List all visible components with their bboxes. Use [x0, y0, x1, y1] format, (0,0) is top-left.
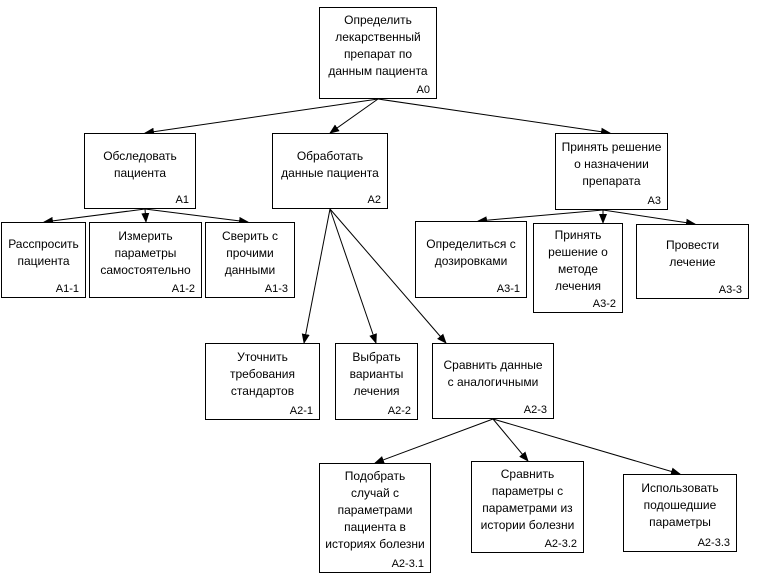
arrow-a0-a1 — [144, 98, 379, 136]
arrow-a2-a2-2 — [329, 208, 377, 344]
node-a2-2: Выбрать варианты лечения A2-2 — [335, 343, 418, 420]
node-a1-1-label: Расспросить пациента — [8, 237, 79, 268]
node-a3-2-code: A3-2 — [592, 298, 616, 310]
node-a0-label: Определить лекарственный препарат по дан… — [328, 13, 428, 78]
node-a1-2-code: A1-2 — [171, 283, 195, 295]
node-a1-3: Сверить с прочими данными A1-3 — [205, 222, 295, 298]
node-a3-2-label: Принять решение о методе лечения — [548, 228, 608, 293]
node-a2-3-3: Использовать подошедшие параметры A2-3.3 — [623, 474, 737, 552]
node-a1-1: Расспросить пациента A1-1 — [1, 222, 86, 298]
node-a1-label: Обследовать пациента — [103, 149, 177, 180]
node-a3: Принять решение о назначении препарата A… — [555, 133, 668, 210]
node-a1-3-label: Сверить с прочими данными — [221, 229, 279, 277]
arrow-a2-3-a2-3-1 — [374, 418, 494, 464]
node-a2-2-code: A2-2 — [387, 405, 411, 417]
node-a1-2: Измерить параметры самостоятельно A1-2 — [89, 222, 202, 298]
arrow-a0-a3 — [377, 98, 611, 136]
arrow-a3-a3-3 — [602, 209, 696, 227]
node-a3-code: A3 — [647, 195, 661, 207]
node-a2-2-label: Выбрать варианты лечения — [349, 350, 404, 398]
node-a1-3-code: A1-3 — [264, 283, 288, 295]
node-a0-code: A0 — [416, 84, 430, 96]
arrow-a2-a2-1 — [301, 208, 331, 344]
arrow-a0-a2 — [329, 98, 379, 134]
node-a3-3-label: Провести лечение — [665, 238, 720, 269]
node-a2-3-2-code: A2-3.2 — [544, 538, 577, 550]
node-a3-label: Принять решение о назначении препарата — [561, 140, 662, 188]
node-a2-3: Сравнить данные с аналогичными A2-3 — [432, 343, 554, 419]
node-a0: Определить лекарственный препарат по дан… — [319, 7, 437, 99]
node-a2-3-1-code: A2-3.1 — [391, 558, 424, 570]
node-a2-code: A2 — [367, 194, 381, 206]
node-a2-3-1: Подобрать случай с параметрами пациента … — [319, 463, 431, 573]
node-a2-3-3-label: Использовать подошедшие параметры — [641, 481, 719, 529]
node-a3-3-code: A3-3 — [718, 284, 742, 296]
arrow-a1-a1-2 — [141, 208, 150, 223]
arrow-a3-a3-1 — [477, 209, 604, 225]
node-a2-3-3-code: A2-3.3 — [697, 537, 730, 549]
arrow-a2-3-a2-3-3 — [492, 418, 681, 476]
node-a2-label: Обработать данные пациента — [281, 149, 379, 180]
arrow-a2-a2-3 — [329, 208, 447, 344]
node-a3-1-code: A3-1 — [496, 283, 520, 295]
node-a2-3-code: A2-3 — [523, 404, 547, 416]
arrow-a1-a1-3 — [144, 208, 249, 225]
node-a1-1-code: A1-1 — [55, 283, 79, 295]
node-a2-1-code: A2-1 — [289, 405, 313, 417]
node-a2-3-label: Сравнить данные с аналогичными — [443, 358, 543, 389]
node-a2: Обработать данные пациента A2 — [272, 133, 388, 209]
node-a3-3: Провести лечение A3-3 — [636, 224, 749, 299]
node-a2-1: Уточнить требования стандартов A2-1 — [205, 343, 320, 420]
node-a2-1-label: Уточнить требования стандартов — [230, 350, 295, 398]
node-a1: Обследовать пациента A1 — [84, 133, 196, 209]
node-a1-2-label: Измерить параметры самостоятельно — [100, 229, 191, 277]
node-a1-code: A1 — [175, 194, 189, 206]
node-a3-1-label: Определиться с дозировками — [426, 237, 516, 268]
node-a3-2: Принять решение о методе лечения A3-2 — [533, 223, 623, 313]
arrow-a2-3-a2-3-2 — [492, 418, 529, 462]
node-a3-1: Определиться с дозировками A3-1 — [415, 221, 527, 298]
arrow-a1-a1-1 — [43, 208, 146, 225]
node-a2-3-2-label: Сравнить параметры с параметрами из исто… — [480, 467, 575, 532]
node-a2-3-2: Сравнить параметры с параметрами из исто… — [471, 461, 584, 553]
node-a2-3-1-label: Подобрать случай с параметрами пациента … — [325, 469, 425, 551]
